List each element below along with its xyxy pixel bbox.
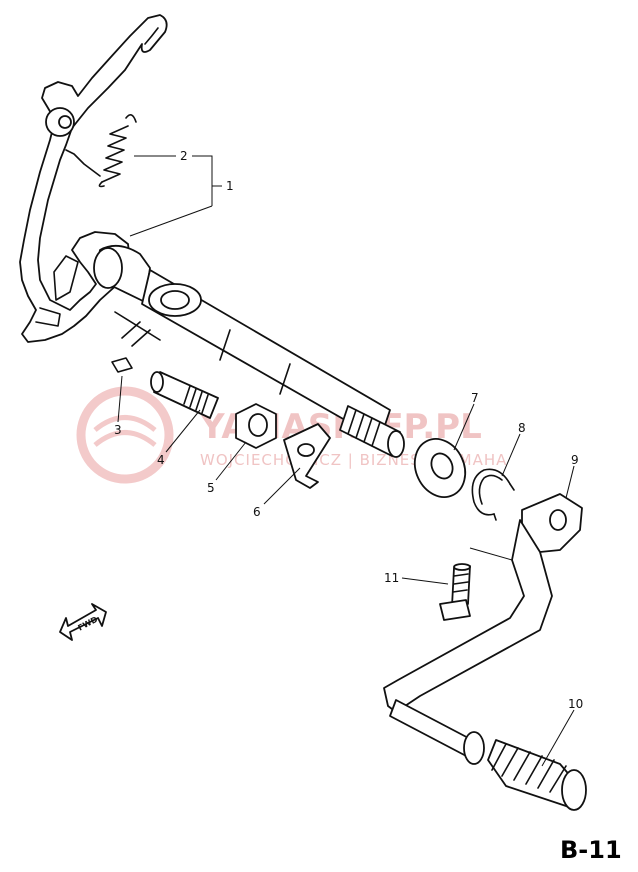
circlip [471,468,515,521]
callout-3: 3 [114,423,122,437]
shift-shaft [93,244,405,458]
callout-1: 1 [226,179,234,193]
dowel-pin [111,357,133,373]
watermark-logo-icon [76,386,174,484]
callouts: 2 1 3 4 5 6 7 8 9 10 11 [114,149,583,711]
callout-4: 4 [157,453,165,467]
lock-nut [235,403,277,449]
leader-lines [117,155,575,767]
return-spring [65,114,137,188]
callout-10: 10 [568,697,583,711]
fwd-arrow-icon: FWD [59,603,107,641]
callout-6: 6 [253,505,261,519]
plain-washer [413,438,467,498]
callout-2: 2 [180,149,188,163]
shift-arm-plate [19,14,168,343]
pinch-bolt [439,563,471,621]
callout-5: 5 [207,481,215,495]
callout-11: 11 [384,571,399,585]
callout-9: 9 [571,453,579,467]
page-code: B-11 [560,836,622,864]
callout-7: 7 [471,391,479,405]
shift-lever [383,493,587,811]
callout-8: 8 [518,421,526,435]
adjust-bolt [150,371,219,419]
